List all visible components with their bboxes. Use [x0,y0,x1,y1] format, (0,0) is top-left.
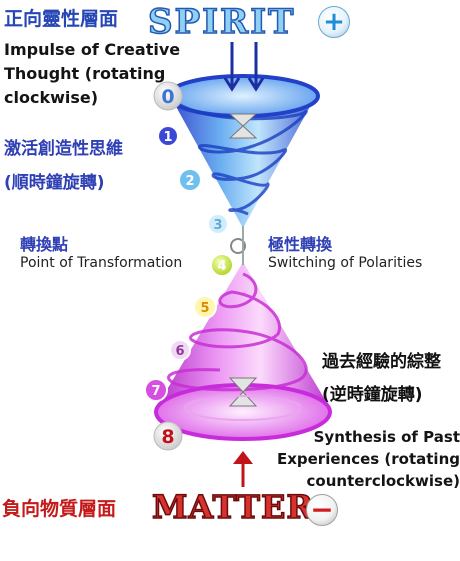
marker-4: 4 [210,253,234,277]
marker-8: 8 [153,421,183,451]
svg-text:0: 0 [161,86,174,108]
impulse-zh-line1: 激活創造性思維 [4,139,123,159]
svg-text:5: 5 [200,301,209,316]
marker-3: 3 [207,213,229,235]
spirit-word: SPIRIT [147,1,296,43]
svg-text:8: 8 [161,426,174,448]
matter-title-zh: 負向物質層面 [2,498,117,520]
svg-text:6: 6 [175,344,184,359]
lower-cone [154,262,332,441]
marker-7: 7 [144,378,168,402]
transformation-label-zh: 轉換點 [20,235,69,254]
down-arrows-icon [223,42,265,92]
marker-2: 2 [178,168,202,192]
switching-label-zh: 極性轉換 [268,235,333,254]
impulse-label: Impulse of Creative Thought (rotating cl… [4,40,181,107]
marker-5: 5 [193,295,217,319]
impulse-zh-line2: (順時鐘旋轉) [4,173,105,193]
svg-text:1: 1 [163,130,172,145]
impulse-zh-label: 激活創造性思維 (順時鐘旋轉) [4,132,123,200]
past-experiences-zh-label: 過去經驗的綜整(逆時鐘旋轉) [322,352,441,405]
minus-icon: − [306,494,338,526]
transformation-label-en: Point of Transformation [20,255,183,271]
svg-text:4: 4 [217,259,226,274]
marker-6: 6 [169,339,191,361]
transformation-connector [230,226,246,265]
plus-icon: + [318,6,350,38]
svg-text:3: 3 [213,218,222,233]
matter-word: MATTER [151,487,314,527]
spirit-title-zh: 正向靈性層面 [4,8,119,30]
marker-0: 0 [153,81,183,111]
switching-label-en: Switching of Polarities [268,255,423,271]
upper-cone [166,74,320,228]
svg-text:2: 2 [185,174,194,189]
svg-text:7: 7 [151,384,160,399]
marker-1: 1 [157,125,179,147]
synthesis-label: Synthesis of Past Experiences (rotating … [276,428,460,490]
up-arrow-icon [233,451,253,487]
